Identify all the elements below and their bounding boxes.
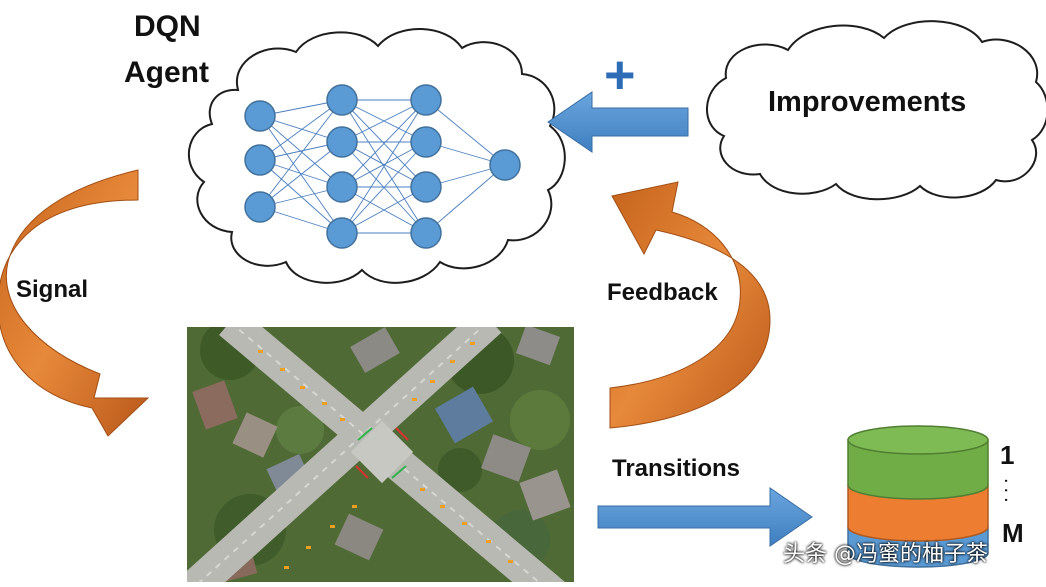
memory-top-label: 1 bbox=[1000, 440, 1015, 470]
neuron bbox=[410, 171, 442, 203]
agent-title-line1: DQN bbox=[134, 10, 201, 43]
feedback-label: Feedback bbox=[607, 279, 718, 306]
neuron bbox=[410, 84, 442, 116]
neuron bbox=[326, 171, 358, 203]
neural-network bbox=[259, 99, 506, 234]
neuron bbox=[244, 144, 276, 176]
neuron bbox=[244, 100, 276, 132]
signal-label: Signal bbox=[16, 276, 89, 303]
memory-bottom-label: M bbox=[1002, 518, 1024, 548]
neuron bbox=[244, 191, 276, 223]
neuron bbox=[326, 217, 358, 249]
neuron bbox=[410, 126, 442, 158]
feedback-arrow bbox=[609, 181, 771, 429]
improvements-cloud bbox=[706, 20, 1046, 201]
plus-icon: + bbox=[604, 45, 636, 105]
agent-title-line2: Agent bbox=[124, 56, 209, 89]
neuron bbox=[326, 126, 358, 158]
neuron bbox=[326, 84, 358, 116]
transitions-label: Transitions bbox=[612, 455, 741, 482]
improvements-arrow bbox=[547, 91, 689, 153]
signal-arrow bbox=[0, 169, 150, 437]
transitions-arrow bbox=[597, 487, 813, 547]
intersection-aerial-map bbox=[187, 327, 574, 582]
memory-ellipsis: ... bbox=[1000, 478, 1022, 507]
neuron bbox=[489, 149, 521, 181]
neurons bbox=[244, 84, 521, 249]
improvements-label: Improvements bbox=[768, 86, 967, 118]
watermark-text: 头条 @冯蜜的柚子茶 bbox=[783, 542, 988, 567]
replay-memory-database bbox=[847, 425, 989, 568]
neuron bbox=[410, 217, 442, 249]
